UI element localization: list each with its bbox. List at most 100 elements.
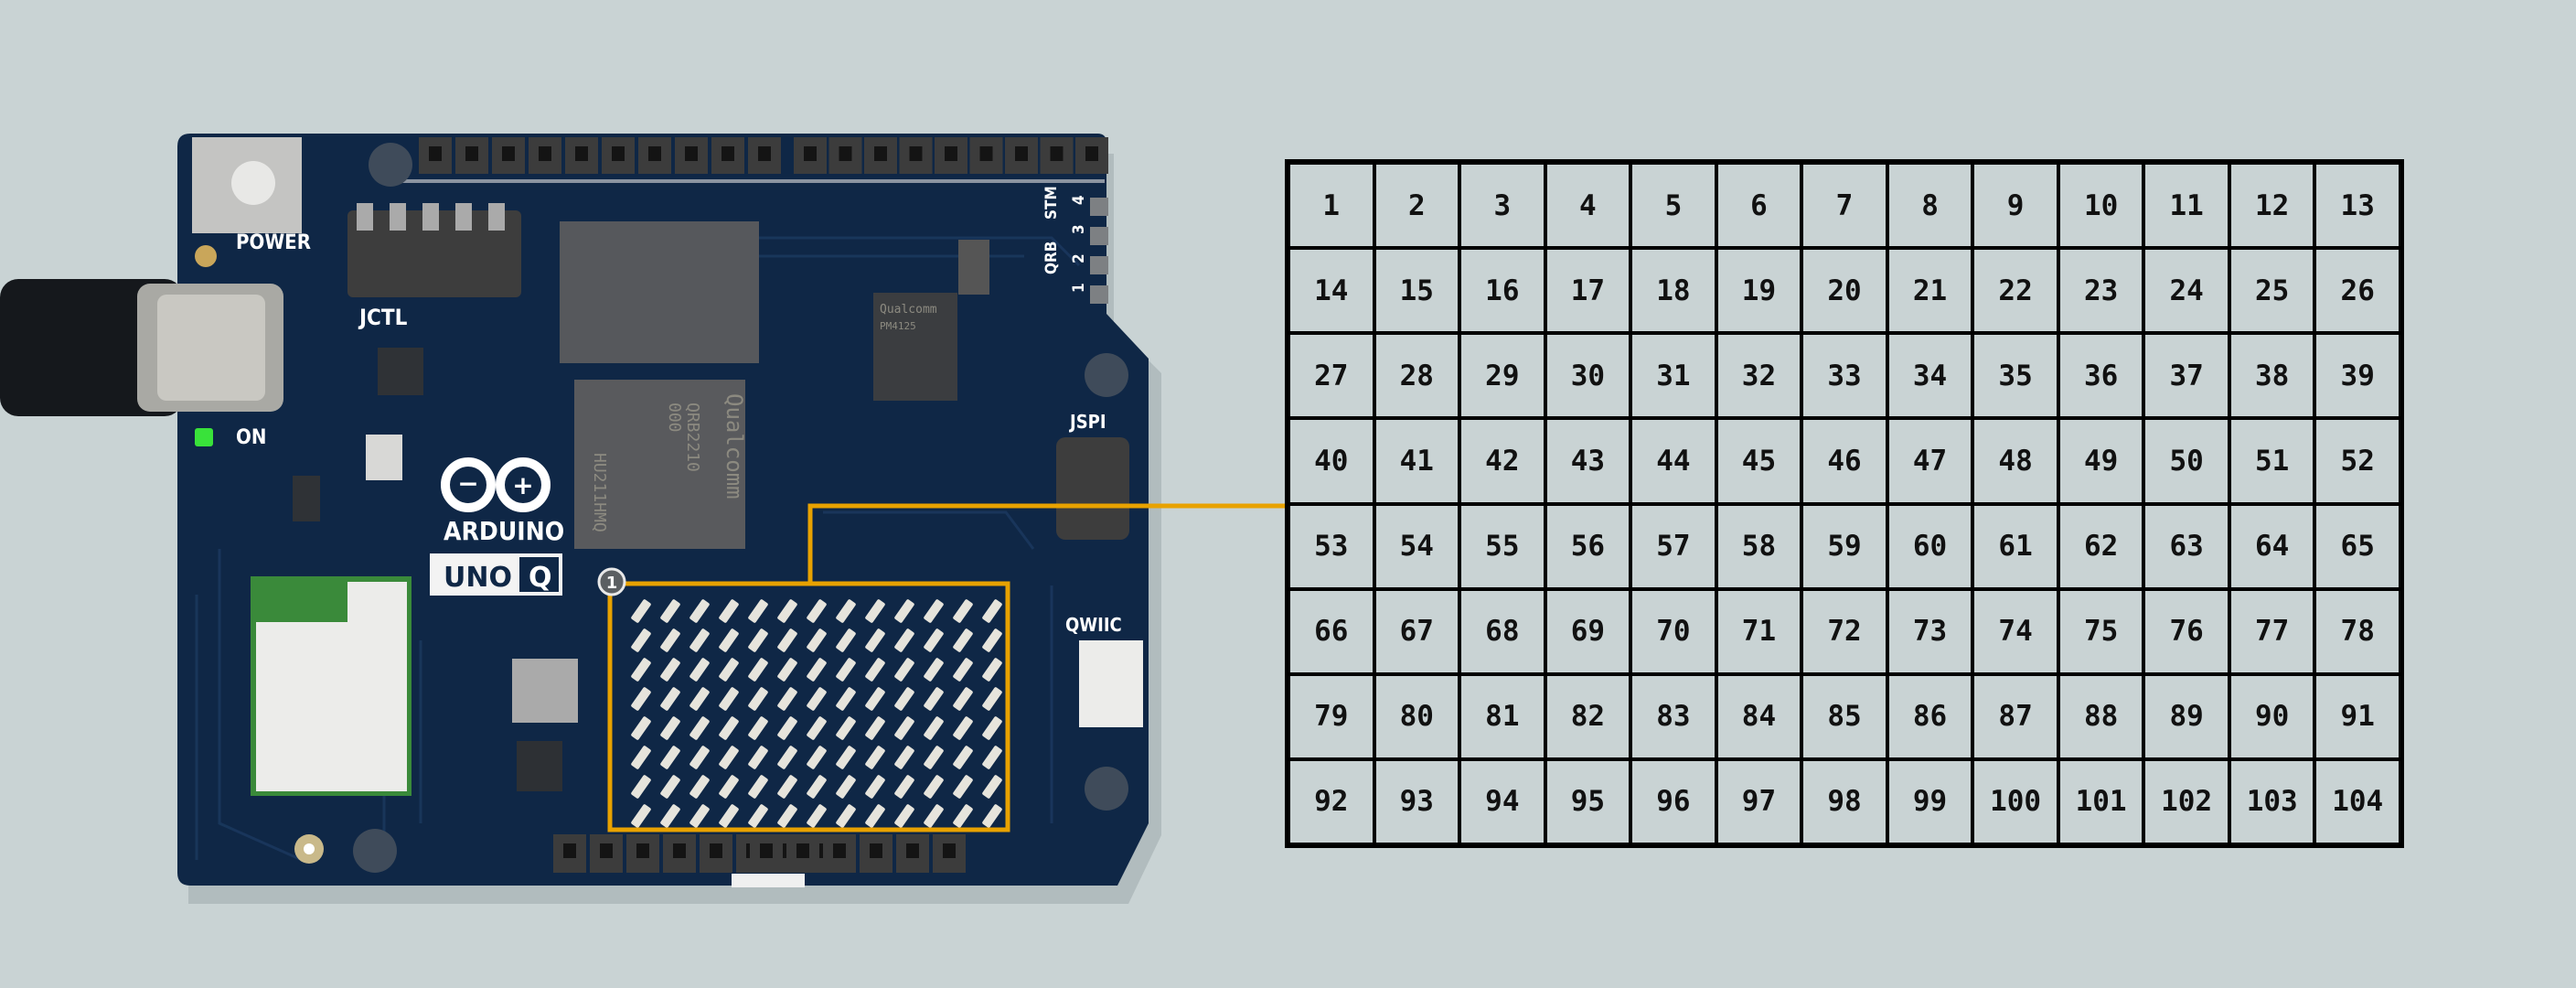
soc-line3: HU211HMQ	[590, 453, 609, 532]
pin-hole	[943, 843, 956, 858]
led-index-cell: 31	[1630, 333, 1716, 419]
led-index-cell: 83	[1630, 673, 1716, 759]
led-index-cell: 73	[1887, 588, 1973, 674]
power-button[interactable]	[231, 161, 275, 205]
led-index-cell: 103	[2229, 758, 2315, 844]
led-index-cell: 56	[1545, 503, 1631, 589]
led-index-cell: 40	[1288, 418, 1374, 504]
matrix-led	[719, 628, 739, 652]
matrix-led	[982, 658, 1002, 682]
led-index-cell: 75	[2058, 588, 2144, 674]
matrix-led	[807, 658, 827, 682]
matrix-led	[807, 628, 827, 652]
led-index-cell: 46	[1801, 418, 1887, 504]
pin-hole	[685, 146, 698, 161]
pin-hole	[1085, 146, 1098, 161]
led-index-cell: 42	[1459, 418, 1545, 504]
matrix-origin-label: 1	[606, 574, 618, 593]
jspi-label: JSPI	[1069, 411, 1106, 433]
crystal	[366, 435, 402, 480]
led-index-cell: 48	[1972, 418, 2058, 504]
qrb2210-chip	[574, 380, 745, 549]
matrix-led	[982, 775, 1002, 799]
led-index-cell: 14	[1288, 248, 1374, 334]
matrix-led	[924, 746, 944, 769]
led-index-cell: 29	[1459, 333, 1545, 419]
led-index-cell: 50	[2143, 418, 2229, 504]
matrix-led	[777, 775, 797, 799]
soc-line2: 000	[665, 403, 684, 433]
matrix-led	[982, 746, 1002, 769]
matrix-led	[953, 804, 973, 828]
led-index-cell: 10	[2058, 163, 2144, 249]
soc-brand: Qualcomm	[721, 393, 747, 499]
pin-hole	[612, 146, 625, 161]
ic-chip	[378, 348, 423, 395]
led-index-cell: 85	[1801, 673, 1887, 759]
mounting-hole	[1085, 767, 1128, 811]
usb-c-shell	[157, 295, 265, 401]
matrix-led	[894, 716, 914, 740]
led-index-cell: 35	[1972, 333, 2058, 419]
jspi-header[interactable]	[1056, 437, 1129, 540]
matrix-led	[865, 746, 885, 769]
led-index-cell: 38	[2229, 333, 2315, 419]
led-index-cell: 16	[1459, 248, 1545, 334]
pin-hole	[636, 843, 649, 858]
pin-hole	[465, 146, 478, 161]
led-index-cell: 78	[2314, 588, 2400, 674]
led-index-cell: 67	[1374, 588, 1460, 674]
led-index-cell: 65	[2314, 503, 2400, 589]
matrix-led	[748, 716, 768, 740]
matrix-led	[982, 804, 1002, 828]
led-index-cell: 36	[2058, 333, 2144, 419]
matrix-led	[777, 687, 797, 711]
matrix-led	[924, 716, 944, 740]
matrix-led	[807, 775, 827, 799]
matrix-led	[689, 716, 710, 740]
matrix-led	[719, 658, 739, 682]
wifi-module-shield	[256, 622, 407, 791]
matrix-led	[660, 658, 680, 682]
matrix-led	[689, 746, 710, 769]
led-index-cell: 68	[1459, 588, 1545, 674]
matrix-led	[777, 658, 797, 682]
pin-hole	[870, 843, 882, 858]
matrix-led	[836, 716, 856, 740]
jctl-header[interactable]	[347, 210, 521, 297]
matrix-led	[777, 599, 797, 623]
matrix-led	[836, 746, 856, 769]
led-index-cell: 23	[2058, 248, 2144, 334]
matrix-led	[865, 628, 885, 652]
pin-hole	[909, 146, 923, 161]
led-index-cell: 41	[1374, 418, 1460, 504]
matrix-led	[807, 716, 827, 740]
led-index-cell: 101	[2058, 758, 2144, 844]
matrix-led	[719, 746, 739, 769]
led-index-cell: 89	[2143, 673, 2229, 759]
matrix-led	[748, 746, 768, 769]
qwiic-connector[interactable]	[1079, 640, 1143, 727]
pmic-part: PM4125	[880, 320, 916, 332]
led-index-cell: 100	[1972, 758, 2058, 844]
model-badge-q-box	[519, 557, 559, 592]
led-index-cell: 3	[1459, 163, 1545, 249]
mounting-hole	[1085, 353, 1128, 397]
led-index-cell: 28	[1374, 333, 1460, 419]
pin-hole	[804, 146, 817, 161]
matrix-led	[953, 599, 973, 623]
led-index-cell: 12	[2229, 163, 2315, 249]
matrix-led	[748, 687, 768, 711]
memory-chip	[560, 221, 759, 363]
pin-hole	[648, 146, 661, 161]
led-index-cell: 45	[1716, 418, 1802, 504]
jctl-pin	[422, 203, 439, 231]
matrix-led	[748, 775, 768, 799]
led-index-cell: 98	[1801, 758, 1887, 844]
pin-hole	[429, 146, 442, 161]
matrix-led	[689, 628, 710, 652]
on-label: ON	[236, 426, 266, 449]
matrix-led	[631, 658, 651, 682]
pin-hole	[979, 146, 993, 161]
